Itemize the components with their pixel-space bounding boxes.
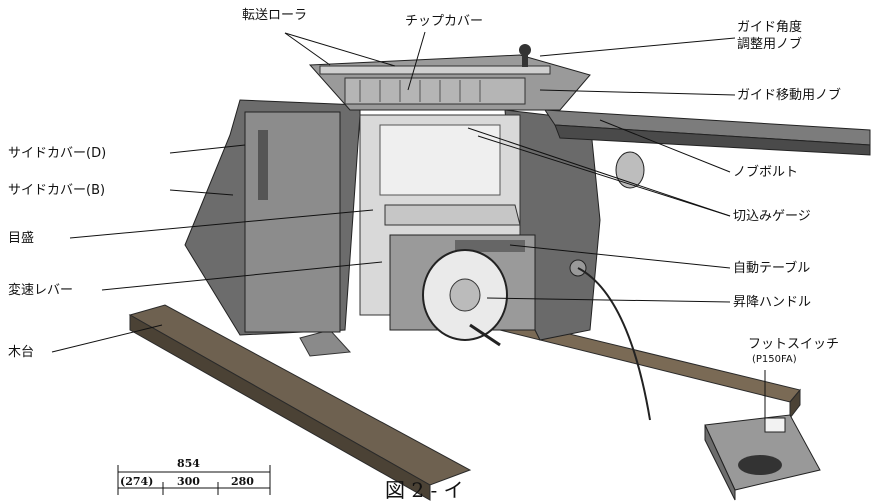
label-knob-bolt: ノブボルト [733,165,799,180]
label-transfer-roller: 転送ローラ [242,8,308,23]
label-side-cover-b: サイドカバー(B) [8,183,106,198]
label-cut-gauge: 切込みゲージ [733,209,811,224]
label-scale: 目盛 [8,231,35,246]
lift-handle-wheel [422,249,508,347]
label-lift-handle: 昇降ハンドル [733,295,812,310]
label-guide-move-knob: ガイド移動用ノブ [737,88,842,103]
label-chip-cover: チップカバー [405,14,484,29]
right-frame [504,109,871,341]
label-wood-base: 木台 [8,345,35,360]
dimension-seg1: (274) [120,475,154,488]
foot-switch-box [704,414,821,501]
label-speed-lever: 変速レバー [8,283,74,298]
label-auto-table: 自動テーブル [733,261,811,276]
label-foot-switch-model: (P150FA) [752,354,797,365]
dimension-seg3: 280 [231,475,254,488]
dimension-total: 854 [177,457,200,470]
top-roller-section [308,44,591,111]
dimension-lines [117,465,271,495]
main-body [184,99,361,336]
leader-lines [51,31,766,420]
label-guide-angle-line2: 調整用ノブ [737,37,803,52]
foot-switch-cable [577,267,651,421]
label-side-cover-d: サイドカバー(D) [8,146,107,161]
label-guide-angle-line1: ガイド角度 [737,20,803,35]
dimension-seg2: 300 [177,475,200,488]
figure-caption: 図 2 - イ [385,478,464,501]
label-foot-switch: フットスイッチ [748,337,840,352]
